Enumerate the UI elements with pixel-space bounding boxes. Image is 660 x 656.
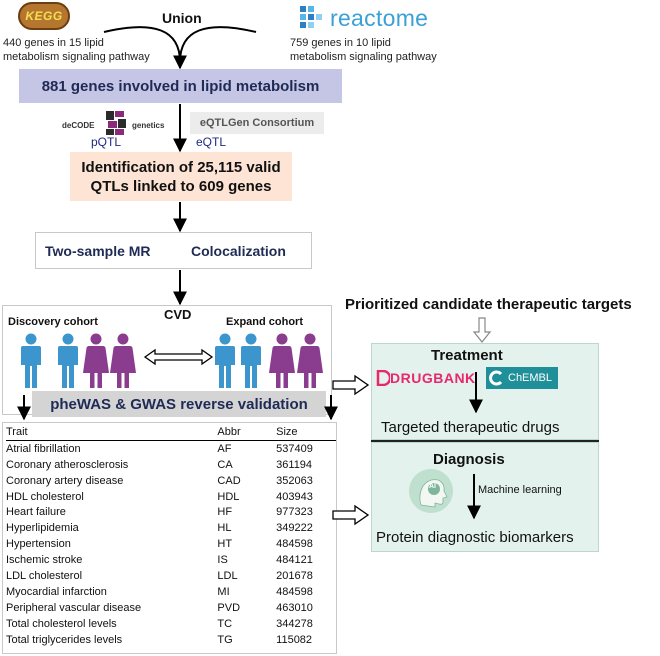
cvd-to-treatment-arrow	[332, 374, 370, 396]
table-header-row: Trait Abbr Size	[6, 424, 336, 441]
colocalization-label: Colocalization	[191, 243, 286, 259]
treatment-title: Treatment	[431, 347, 503, 364]
cohort-double-arrow	[143, 348, 214, 366]
cvd-title: CVD	[164, 307, 192, 322]
pqtl-label: pQTL	[91, 135, 122, 149]
kegg-logo: KEGG	[18, 2, 70, 30]
validation-bar: pheWAS & GWAS reverse validation	[32, 391, 326, 417]
ai-head-icon: AI	[409, 469, 453, 513]
chembl-logo: ChEMBL	[486, 367, 558, 389]
chembl-icon	[489, 370, 503, 386]
diagnosis-result: Protein diagnostic biomarkers	[376, 529, 574, 546]
reactome-caption: 759 genes in 10 lipid metabolism signali…	[290, 37, 437, 63]
eqtlgen-logo: eQTLGen Consortium	[190, 112, 324, 134]
targets-down-arrow	[472, 317, 492, 343]
eqtl-label: eQTL	[196, 135, 227, 149]
decode-dna-icon	[106, 111, 126, 135]
ai-label: AI	[429, 483, 436, 490]
panel-divider	[371, 440, 599, 442]
kegg-caption: 440 genes in 15 lipid metabolism signali…	[3, 37, 150, 63]
header-trait: Trait	[6, 424, 218, 441]
expand-cohort-label: Expand cohort	[226, 316, 304, 328]
machine-learning-label: Machine learning	[478, 484, 562, 496]
treatment-result: Targeted therapeutic drugs	[381, 419, 560, 436]
table-to-diagnosis-arrow	[332, 504, 370, 526]
header-abbr: Abbr	[217, 424, 277, 441]
lipid-genes-text: 881 genes involved in lipid metabolism	[41, 77, 320, 95]
targets-title: Prioritized candidate therapeutic target…	[345, 296, 632, 313]
methods-box: Two-sample MR Colocalization	[35, 232, 312, 269]
qtl-box: Identification of 25,115 valid QTLs link…	[70, 152, 292, 201]
reactome-logo-text: reactome	[330, 4, 429, 31]
lipid-genes-box: 881 genes involved in lipid metabolism	[19, 69, 342, 103]
drugbank-logo: DRUGBANK	[376, 370, 476, 386]
two-sample-mr-label: Two-sample MR	[45, 243, 151, 259]
union-label: Union	[162, 10, 202, 26]
reactome-logo: reactome	[298, 4, 428, 32]
union-curve	[103, 26, 257, 63]
drugbank-icon	[376, 370, 390, 386]
decode-logo: deCODE genetics	[62, 110, 172, 136]
reactome-icon	[300, 6, 322, 28]
treatment-panel	[371, 343, 599, 440]
discovery-cohort-label: Discovery cohort	[8, 316, 98, 328]
header-size: Size	[276, 424, 336, 441]
diagnosis-title: Diagnosis	[433, 451, 505, 468]
